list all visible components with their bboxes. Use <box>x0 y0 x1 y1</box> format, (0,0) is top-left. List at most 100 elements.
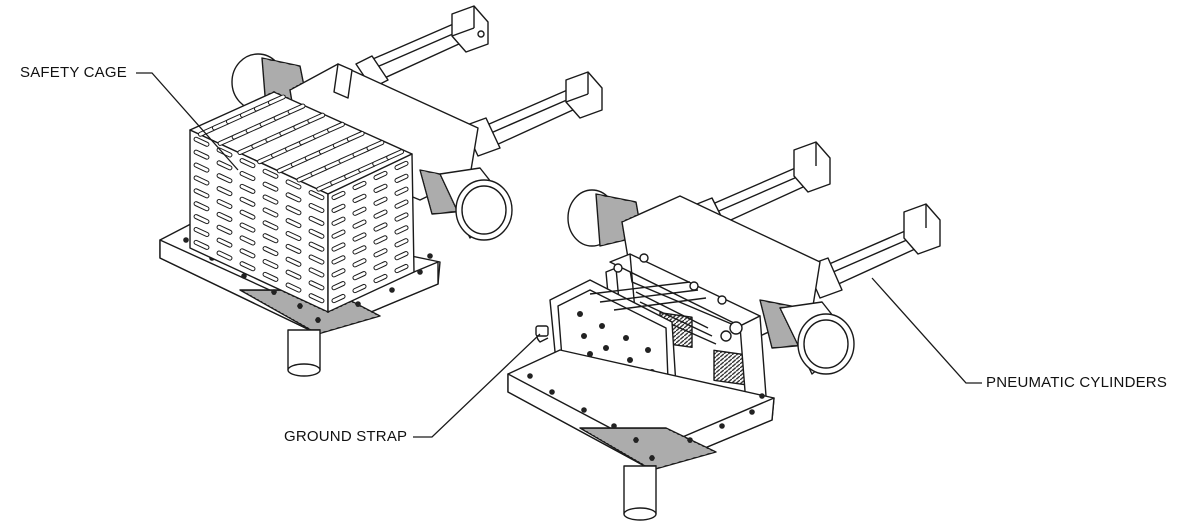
cage-slot <box>373 170 388 181</box>
cage-slot <box>285 269 302 280</box>
cage-slot <box>373 261 388 271</box>
label-ground-strap: GROUND STRAP <box>284 428 408 445</box>
cage-slot <box>331 255 346 265</box>
cage-slot <box>216 224 233 235</box>
cage-left-slots <box>193 136 325 304</box>
cage-slot <box>262 233 279 244</box>
cage-slot <box>394 251 409 261</box>
cage-slot <box>193 175 210 186</box>
cage-slot <box>327 121 345 133</box>
cage-slot <box>308 254 325 265</box>
cage-slot <box>373 196 388 206</box>
pneumatic-cylinder-upper-left <box>355 5 489 89</box>
outlet-pipe-right <box>623 465 657 521</box>
cage-slot <box>308 215 325 226</box>
base-plate-right <box>507 349 775 471</box>
cage-slot <box>193 201 210 212</box>
cage-slot <box>394 173 409 183</box>
cage-slot <box>352 180 367 191</box>
cage-slot <box>394 199 409 209</box>
assembly-without-cage <box>507 141 941 521</box>
cage-slot <box>373 222 388 232</box>
cage-slot <box>193 214 210 225</box>
cage-slot <box>262 194 279 205</box>
pipe-front-right <box>779 301 855 375</box>
cage-slot <box>285 192 302 203</box>
cage-slot <box>308 293 325 304</box>
cage-slot <box>262 181 279 192</box>
pneumatic-cylinder-lower-right <box>805 203 941 299</box>
cage-slot <box>394 263 409 274</box>
callout-leaders <box>136 72 982 438</box>
cage-slot <box>373 235 388 245</box>
cage-slot <box>331 216 346 226</box>
cage-slot <box>216 173 233 184</box>
cage-slot <box>394 238 409 248</box>
cage-slot <box>386 149 405 160</box>
cage-slot <box>262 258 279 270</box>
label-pneumatic-cylinders: PNEUMATIC CYLINDERS <box>986 374 1168 391</box>
cage-slot <box>193 226 210 238</box>
cage-slot <box>308 228 325 239</box>
cage-slot <box>216 237 233 248</box>
cage-slot <box>262 207 279 218</box>
cage-slot <box>308 190 325 201</box>
cage-slot <box>346 130 365 142</box>
cage-slot <box>352 232 367 242</box>
cage-slot <box>331 190 346 201</box>
pipe-front-left <box>439 167 513 241</box>
cage-slot <box>394 212 409 222</box>
cage-slot <box>287 103 306 115</box>
cage-slot <box>193 188 210 199</box>
cage-slot <box>394 225 409 235</box>
cage-slot <box>308 267 325 278</box>
cage-slot <box>394 160 409 171</box>
cage-slot <box>285 205 302 216</box>
cage-slot <box>216 160 233 171</box>
leader-ground-strap <box>413 333 541 438</box>
cage-slot <box>193 239 210 250</box>
leader-safety-cage <box>136 72 239 171</box>
cage-slot <box>331 203 346 213</box>
cage-slot <box>352 206 367 216</box>
cage-slot <box>239 209 256 220</box>
cage-slot <box>193 149 210 160</box>
cage-slot <box>352 219 367 229</box>
cage-slot <box>216 250 233 261</box>
cage-top-slots <box>197 94 405 192</box>
cage-slot <box>366 140 385 151</box>
cage-slot <box>216 211 233 222</box>
cage-slot <box>394 186 409 196</box>
cage-slot <box>331 268 346 278</box>
cage-slot <box>262 168 279 179</box>
safety-cage <box>189 91 415 313</box>
cage-slot <box>239 158 256 169</box>
cage-slot <box>239 248 256 259</box>
cage-slot <box>285 179 302 190</box>
cage-slot <box>285 218 302 229</box>
cage-right-slots <box>331 160 409 304</box>
cage-slot <box>308 280 325 291</box>
outlet-pipe-left <box>287 329 321 377</box>
cage-slot <box>262 246 279 257</box>
cage-slot <box>239 261 256 272</box>
cage-slot <box>239 222 256 233</box>
cage-slot <box>285 243 302 254</box>
cage-slot <box>352 193 367 203</box>
cage-slot <box>373 248 388 258</box>
cage-slot <box>193 136 210 147</box>
cage-slot <box>193 162 210 173</box>
leader-pneumatic-cylinders <box>871 277 982 384</box>
cage-slot <box>331 281 346 291</box>
label-safety-cage: SAFETY CAGE <box>20 64 127 81</box>
cage-slot <box>216 186 233 197</box>
cage-slot <box>308 202 325 214</box>
assembly-with-safety-cage <box>159 5 603 377</box>
cage-slot <box>352 283 367 294</box>
cage-slot <box>352 258 367 268</box>
cage-slot <box>352 245 367 255</box>
cage-slot <box>267 94 286 106</box>
cage-slot <box>352 271 367 281</box>
pneumatic-cylinder-lower-left <box>463 71 603 157</box>
